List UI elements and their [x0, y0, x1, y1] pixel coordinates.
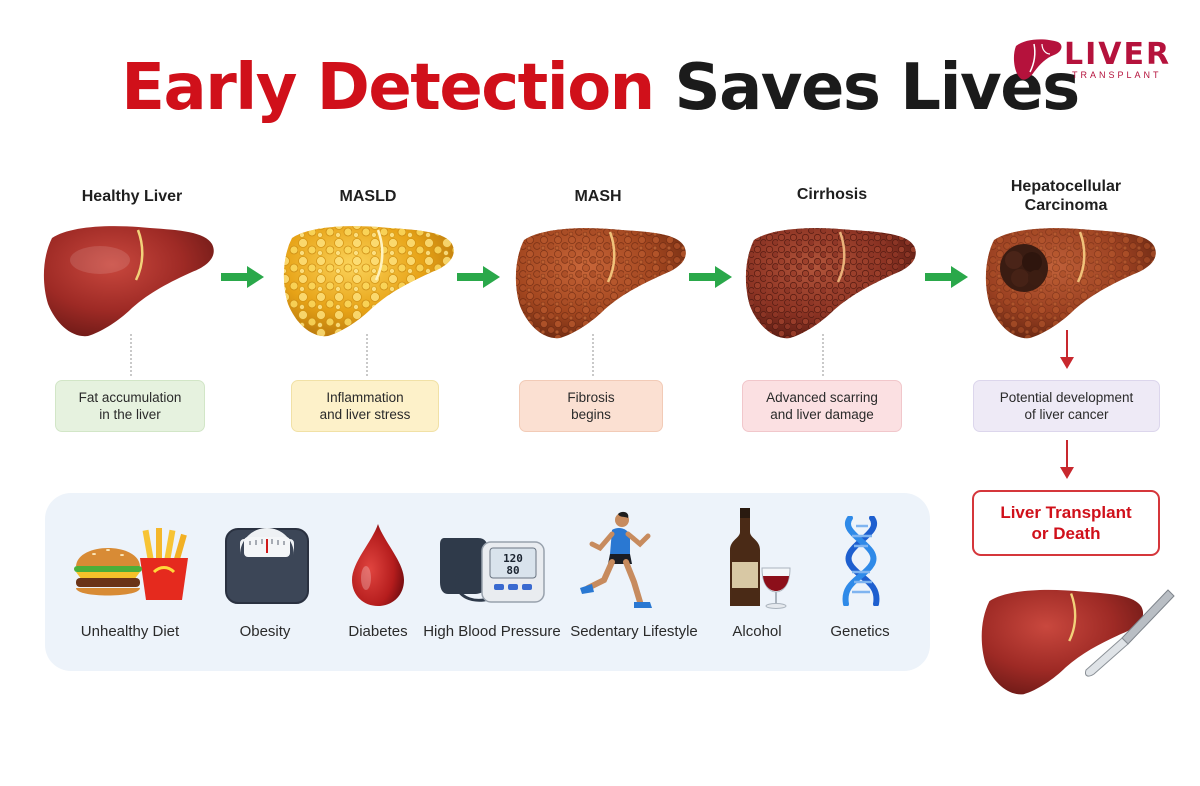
risk-label-diabetes: Diabetes [348, 623, 408, 640]
stage-label-hcc: Hepatocellular Carcinoma [1010, 178, 1122, 214]
blood-pressure-monitor-icon: 120 80 [440, 538, 545, 603]
healthy-liver-icon [43, 226, 214, 337]
down-arrow-1 [1060, 330, 1074, 369]
stage-description-cirrhosis: Advanced scarring and liver damage [742, 380, 902, 432]
connector-line-1 [130, 334, 132, 376]
fatty-liver-icon [283, 226, 454, 337]
risk-label-diet: Unhealthy Diet [80, 623, 180, 640]
stage-description-mash: Fibrosis begins [519, 380, 663, 432]
connector-line-4 [822, 334, 824, 376]
cancerous-liver-icon [985, 228, 1156, 339]
stage-description-hcc: Potential development of liver cancer [973, 380, 1160, 432]
progression-arrow-2 [457, 266, 500, 288]
stage-label-healthy: Healthy Liver [81, 188, 183, 205]
risk-label-alcohol: Alcohol [732, 623, 782, 640]
runner-icon [580, 511, 652, 608]
progression-arrow-4 [925, 266, 968, 288]
risk-label-sedentary: Sedentary Lifestyle [570, 623, 698, 640]
risk-label-obesity: Obesity [239, 623, 291, 640]
blood-drop-icon [352, 524, 404, 606]
progression-arrow-3 [689, 266, 732, 288]
title-rest: Saves Lives [674, 51, 1081, 125]
liver-scalpel-icon [981, 589, 1175, 695]
connector-line-2 [366, 334, 368, 376]
burger-fries-icon [74, 528, 188, 600]
burger [74, 548, 142, 596]
stage-label-cirrhosis: Cirrhosis [796, 186, 868, 203]
logo-wordmark: LIVER [1064, 37, 1172, 72]
progression-arrow-1 [221, 266, 264, 288]
liver-logo-icon [1013, 39, 1062, 80]
page-title: Early Detection Saves Lives [0, 48, 1200, 128]
brand-logo: LIVER TRANSPLANT [1012, 36, 1192, 92]
cirrhotic-liver-icon [745, 228, 916, 339]
dna-icon [842, 516, 880, 606]
tumor-mass [1000, 244, 1048, 292]
stage-description-healthy: Fat accumulation in the liver [55, 380, 205, 432]
logo-subtitle: TRANSPLANT [1072, 70, 1162, 80]
connector-line-3 [592, 334, 594, 376]
title-highlight: Early Detection [121, 51, 655, 125]
down-arrow-2 [1060, 440, 1074, 479]
risk-label-blood-pressure: High Blood Pressure [423, 623, 561, 640]
weight-scale-icon [225, 528, 309, 604]
wine-bottle-icon [730, 508, 791, 609]
stage-description-masld: Inflammation and liver stress [291, 380, 439, 432]
stage-label-masld: MASLD [339, 188, 397, 205]
outcome-box: Liver Transplant or Death [972, 490, 1160, 556]
risk-label-genetics: Genetics [830, 623, 890, 640]
fries [140, 528, 188, 600]
scalpel-icon [1085, 589, 1175, 677]
fibrotic-liver-icon [515, 228, 686, 339]
stage-label-mash: MASH [574, 188, 622, 205]
svg-text:80: 80 [506, 564, 519, 577]
svg-text:120: 120 [503, 552, 523, 565]
